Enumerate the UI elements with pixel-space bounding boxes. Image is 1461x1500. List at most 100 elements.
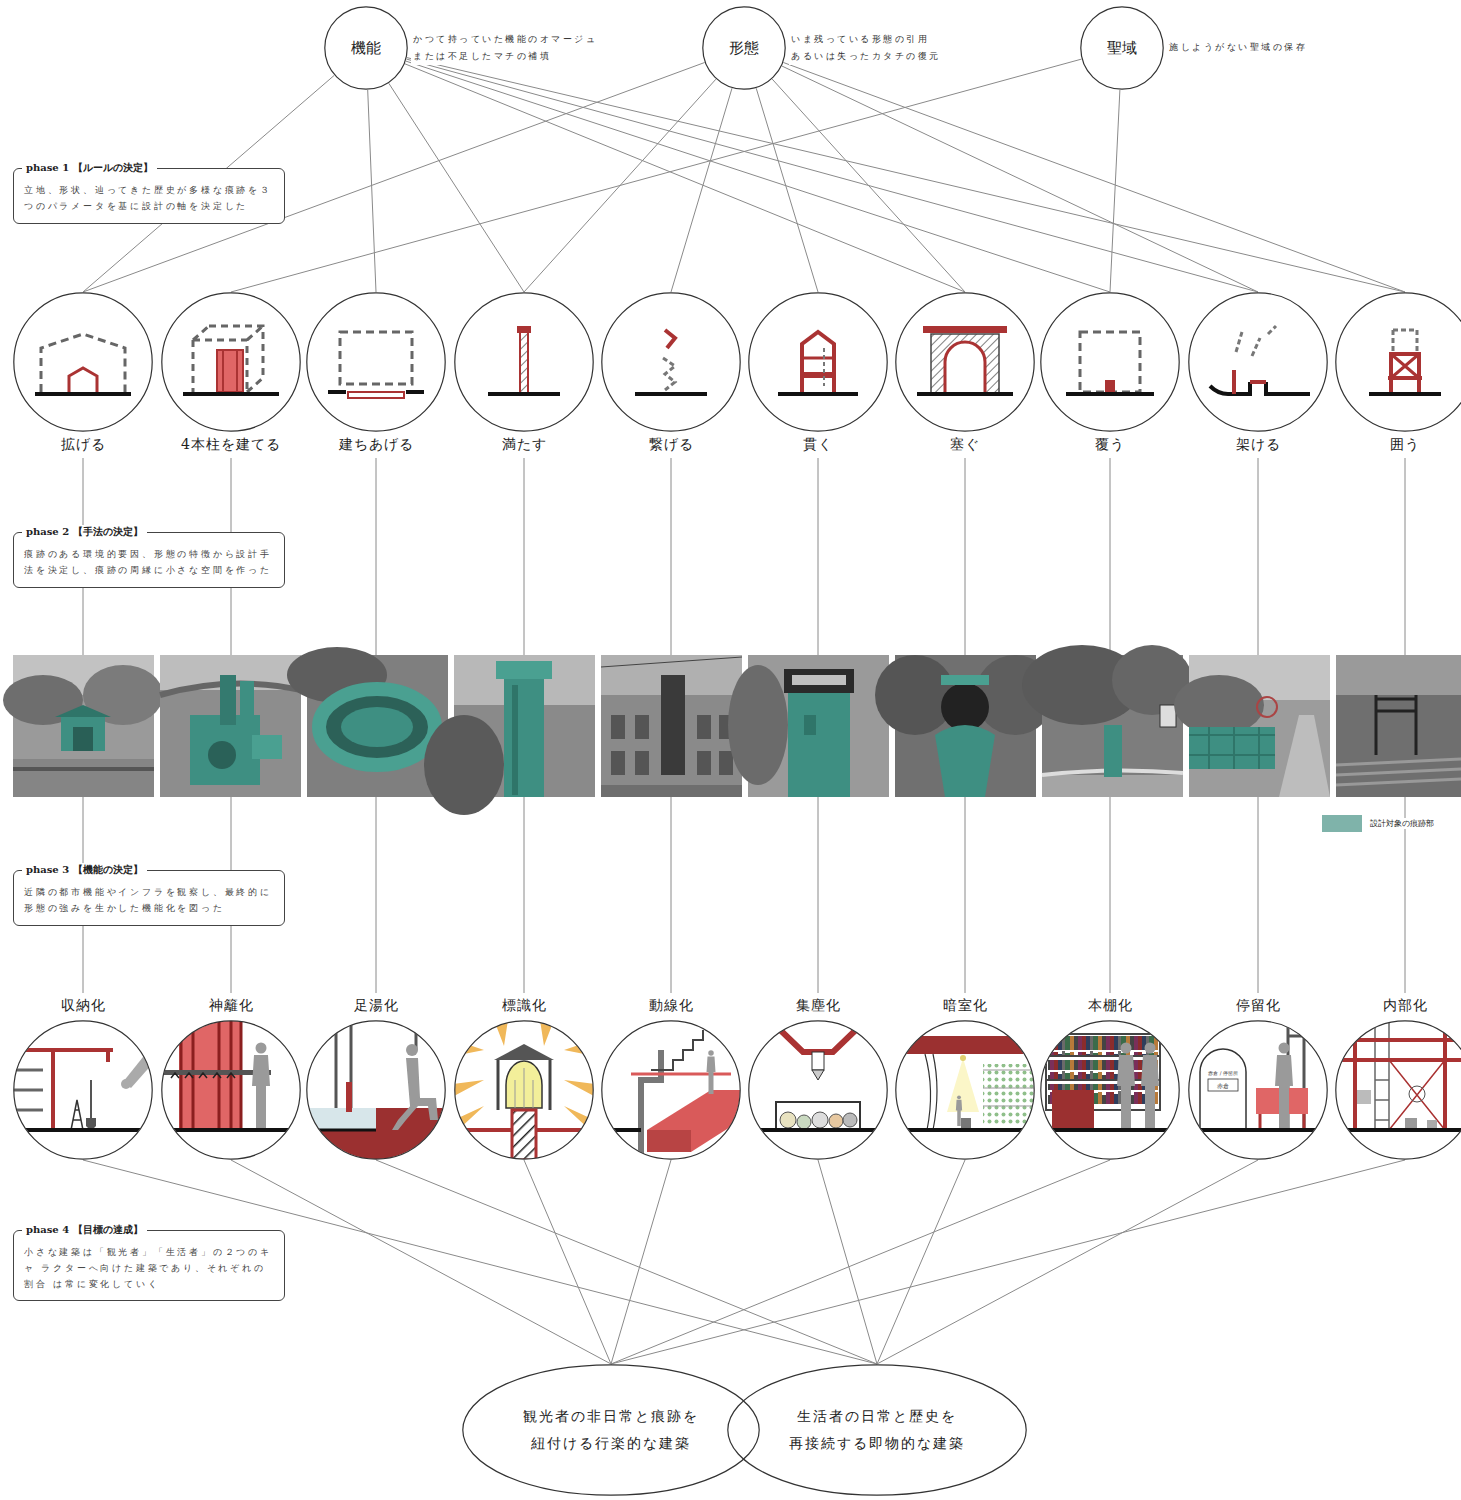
- function-label: 集塵化: [718, 997, 918, 1015]
- site-photo: [784, 669, 854, 693]
- site-photo: [601, 657, 742, 667]
- node-outline: [13, 292, 153, 432]
- site-photo: [792, 675, 846, 685]
- phase-box: phase 2 【手法の決定】痕跡のある環境的要因、形態の特徴から設計手 法を決…: [13, 532, 285, 588]
- function-illustration: [1389, 1060, 1445, 1130]
- function-illustration: [960, 1055, 966, 1061]
- function-illustration: [13, 1042, 161, 1131]
- site-photo: [728, 665, 788, 785]
- site-photo: [1336, 655, 1461, 797]
- function-illustration: [895, 1128, 1035, 1132]
- method-icon: [778, 392, 858, 396]
- ellipse-outline: [728, 1365, 1026, 1495]
- method-icon: [1388, 376, 1422, 380]
- site-photo: [1376, 695, 1416, 755]
- method-icon: [917, 392, 1013, 396]
- site-photo: [601, 655, 742, 797]
- circle-outline: [14, 293, 152, 431]
- method-icon: [183, 392, 279, 396]
- site-photo: [697, 751, 711, 775]
- site-photo: [1336, 655, 1461, 695]
- site-photo: [73, 727, 93, 751]
- function-illustration: [252, 1043, 270, 1131]
- method-icon: [183, 326, 279, 394]
- function-illustration: [71, 1100, 83, 1130]
- circle-outline: [749, 293, 887, 431]
- site-photo: [1174, 675, 1264, 735]
- method-circle: 貫く: [748, 292, 888, 432]
- function-illustration: [983, 1070, 1035, 1106]
- circle-outline: [896, 293, 1034, 431]
- function-circle: 停留化: [1188, 1020, 1328, 1160]
- site-photo: [3, 645, 1461, 815]
- method-label: 建ちあげる: [276, 436, 476, 454]
- function-illustration: [1200, 1049, 1246, 1130]
- site-photo: [1174, 655, 1330, 797]
- site-photo: [1336, 759, 1461, 785]
- ellipse-outline: [463, 1365, 759, 1495]
- phase-body: 立地、形状、辿ってきた歴史が多様な痕跡を３ つのパラメータを基に設計の軸を決定し…: [24, 183, 274, 215]
- node-outline: [306, 292, 446, 432]
- method-icon: [520, 332, 528, 394]
- phase-heading: phase 4 【目標の達成】: [22, 1223, 147, 1237]
- circle-outline: [455, 1021, 593, 1159]
- site-photo: [240, 681, 254, 725]
- phase-box: phase 1 【ルールの決定】立地、形状、辿ってきた歴史が多様な痕跡を３ つの…: [13, 168, 285, 224]
- function-illustration: [748, 1024, 888, 1130]
- connector-line: [611, 1160, 1405, 1364]
- function-illustration: [601, 1030, 741, 1160]
- function-label: 動線化: [571, 997, 771, 1015]
- goal-text: 生活者の日常と歴史を 再接続する即物的な建築: [786, 1403, 968, 1456]
- function-illustration: [776, 1102, 860, 1130]
- method-icon: [823, 348, 825, 386]
- sign-text: 赤倉: [1217, 1082, 1229, 1091]
- method-icon: [1105, 380, 1115, 394]
- function-illustration: [454, 1020, 594, 1160]
- method-icon: [1210, 326, 1310, 394]
- function-illustration: [601, 1030, 741, 1160]
- function-label: 標識化: [424, 997, 624, 1015]
- method-icon: [217, 350, 243, 392]
- site-photo: [804, 715, 816, 735]
- site-photo: [496, 661, 552, 679]
- method-icon: [945, 342, 985, 394]
- circle-outline: [1336, 293, 1461, 431]
- method-circle: 覆う: [1040, 292, 1180, 432]
- function-illustration: [1335, 1020, 1461, 1130]
- function-illustration: [346, 1082, 352, 1112]
- connector-line: [877, 1160, 965, 1364]
- function-illustration: [512, 1110, 536, 1160]
- method-icon: [328, 332, 424, 398]
- function-illustration: [983, 1064, 1035, 1124]
- function-circle: 収納化: [13, 1020, 153, 1160]
- function-circle: 本棚化: [1040, 1020, 1180, 1160]
- circle-outline: [307, 1021, 445, 1159]
- method-icon: [923, 326, 1007, 333]
- node-outline: [748, 292, 888, 432]
- site-photo: [1104, 725, 1122, 777]
- circle-outline: [703, 7, 785, 89]
- parameter-circle: 機能かつて持っていた機能のオマージュ または不足したマチの補填: [324, 6, 408, 90]
- method-label: 繋げる: [571, 436, 771, 454]
- function-illustration: [601, 1128, 641, 1132]
- phase-body: 痕跡のある環境的要因、形態の特徴から設計手 法を決定し、痕跡の周縁に小さな空間を…: [24, 547, 274, 579]
- method-icon: [340, 332, 412, 384]
- function-illustration: [506, 1061, 542, 1108]
- site-photo: [1189, 727, 1275, 769]
- function-illustration: [406, 1044, 418, 1056]
- function-circle: 動線化: [601, 1020, 741, 1160]
- method-label: 囲う: [1305, 436, 1461, 454]
- method-icon: [665, 330, 675, 348]
- site-photo: [1336, 655, 1461, 797]
- site-photo: [1189, 727, 1275, 769]
- phase-box: phase 3 【機能の決定】近隣の都市機能やインフラを観察し、最終的に 形態の…: [13, 870, 285, 926]
- node-outline: [727, 1364, 1027, 1496]
- method-icon: [802, 372, 834, 378]
- function-circle: 標識化: [454, 1020, 594, 1160]
- method-icon: [41, 334, 125, 392]
- function-illustration: [306, 1020, 446, 1160]
- function-circle: 集塵化: [748, 1020, 888, 1160]
- method-icon: [193, 326, 263, 392]
- connector-line: [671, 88, 732, 292]
- site-photo: [611, 751, 625, 775]
